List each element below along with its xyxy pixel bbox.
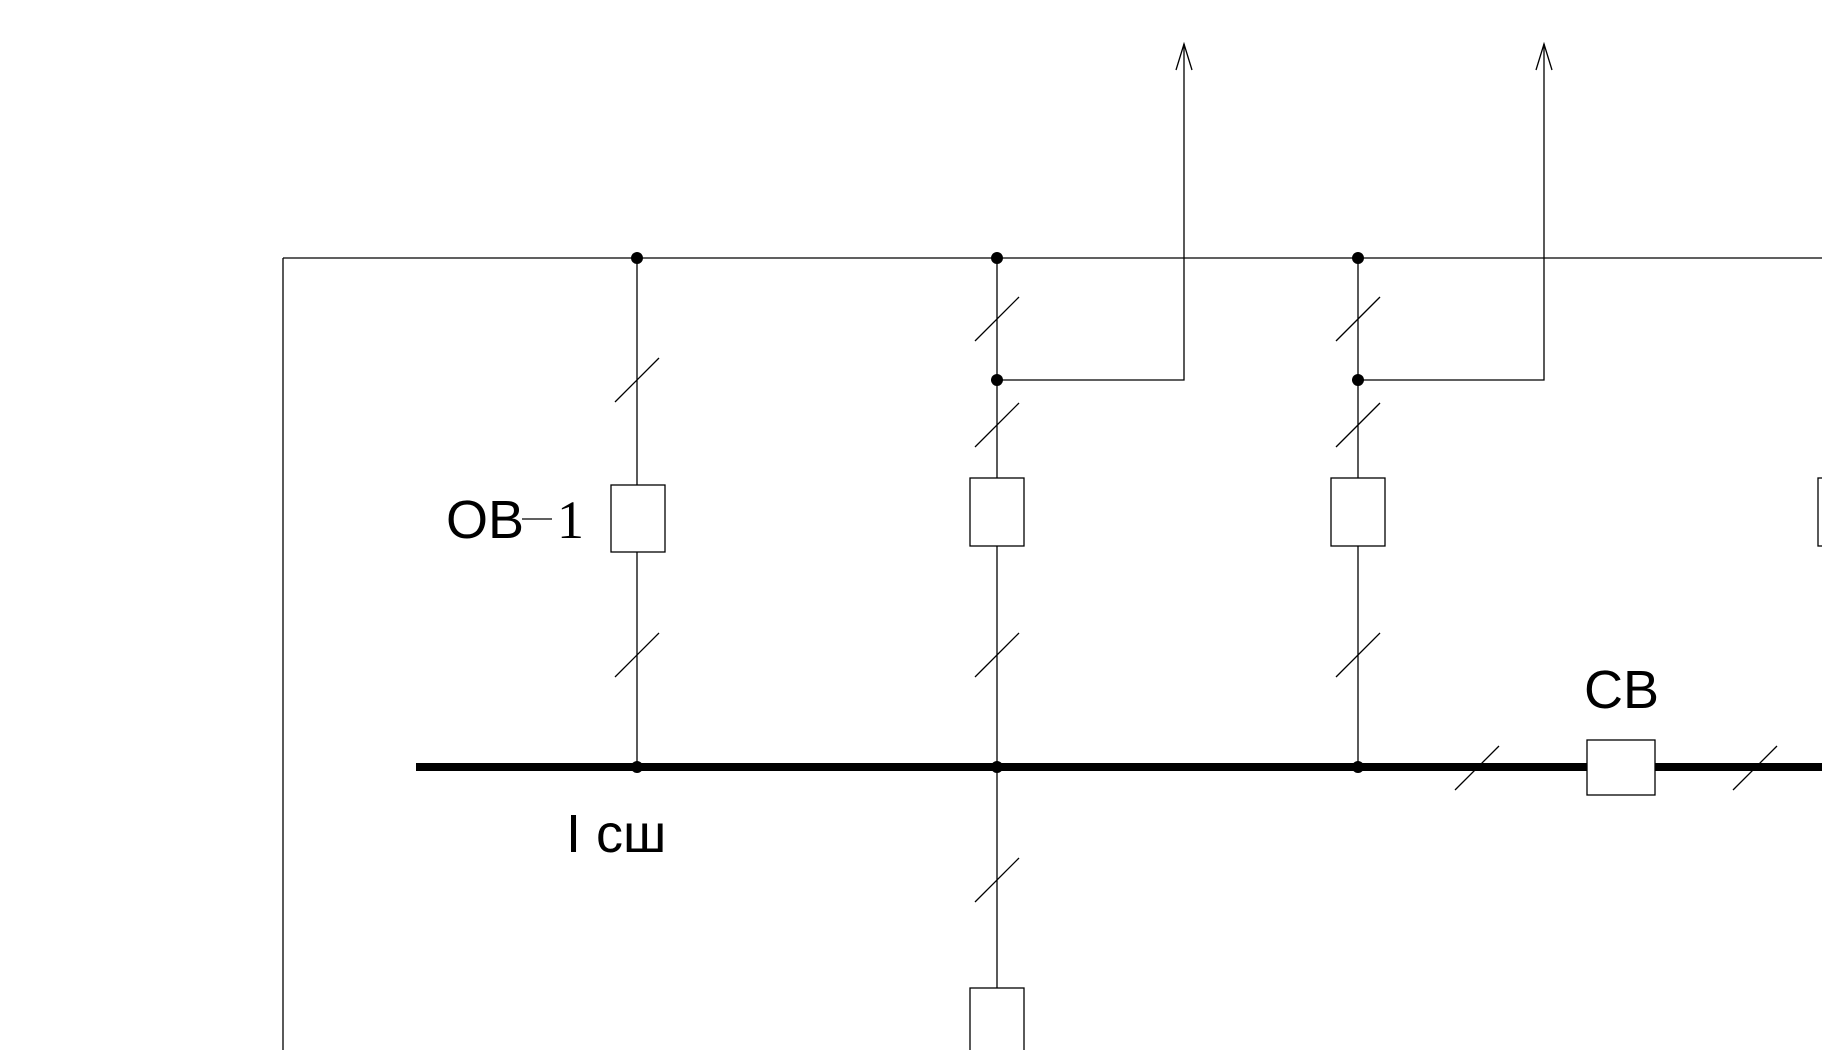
- bay3-bus-disconnector: [1335, 632, 1381, 678]
- bay-bypass-breaker: [610, 252, 666, 773]
- bay3-breaker: [1330, 477, 1386, 547]
- bay2-breaker: [969, 477, 1025, 547]
- label-ov-suffix: 1: [557, 490, 584, 550]
- label-ov1: ОВ 1: [446, 490, 584, 550]
- sectional-breaker: [1586, 739, 1656, 796]
- bay2-node-line: [991, 374, 1003, 386]
- bay2-outgoing-arrow-icon: [1175, 41, 1193, 71]
- bay1-node-bus: [631, 761, 643, 773]
- bay3-node-bus: [1352, 761, 1364, 773]
- bay2-node-bus: [991, 761, 1003, 773]
- bay2-lower-breaker: [969, 987, 1025, 1050]
- bay4-breaker-partial: [1817, 477, 1822, 547]
- bay3-node-top: [1352, 252, 1364, 264]
- bay3-outgoing-line: [1358, 44, 1545, 381]
- bay3-line-disconnector: [1335, 402, 1381, 448]
- label-sectional-breaker: СВ: [1584, 660, 1659, 720]
- bay1-disconnector-lower: [614, 632, 660, 678]
- bay2-bypass-disconnector: [974, 296, 1020, 342]
- bay2-outgoing-line: [997, 44, 1185, 381]
- bay2-line-disconnector: [974, 402, 1020, 448]
- bay1-disconnector-upper: [614, 357, 660, 403]
- bypass-bus: [282, 257, 1822, 1050]
- label-ov-prefix: ОВ: [446, 490, 524, 550]
- bay2-lower-disconnector: [974, 857, 1020, 903]
- breaker-ov1: [610, 484, 666, 553]
- label-main-bus: I сш: [566, 804, 666, 864]
- bay3-node-line: [1352, 374, 1364, 386]
- bay1-node-top: [631, 252, 643, 264]
- bay3-outgoing-arrow-icon: [1535, 41, 1553, 71]
- bay2-bus-disconnector: [974, 632, 1020, 678]
- bay-feeder-1: [969, 41, 1193, 1050]
- bay3-bypass-disconnector: [1335, 296, 1381, 342]
- bay-feeder-2: [1330, 41, 1553, 773]
- cb-disconnector-left: [1454, 745, 1500, 791]
- sectional-breaker-cell: [1454, 739, 1778, 796]
- bay2-node-top: [991, 252, 1003, 264]
- cb-disconnector-right: [1732, 745, 1778, 791]
